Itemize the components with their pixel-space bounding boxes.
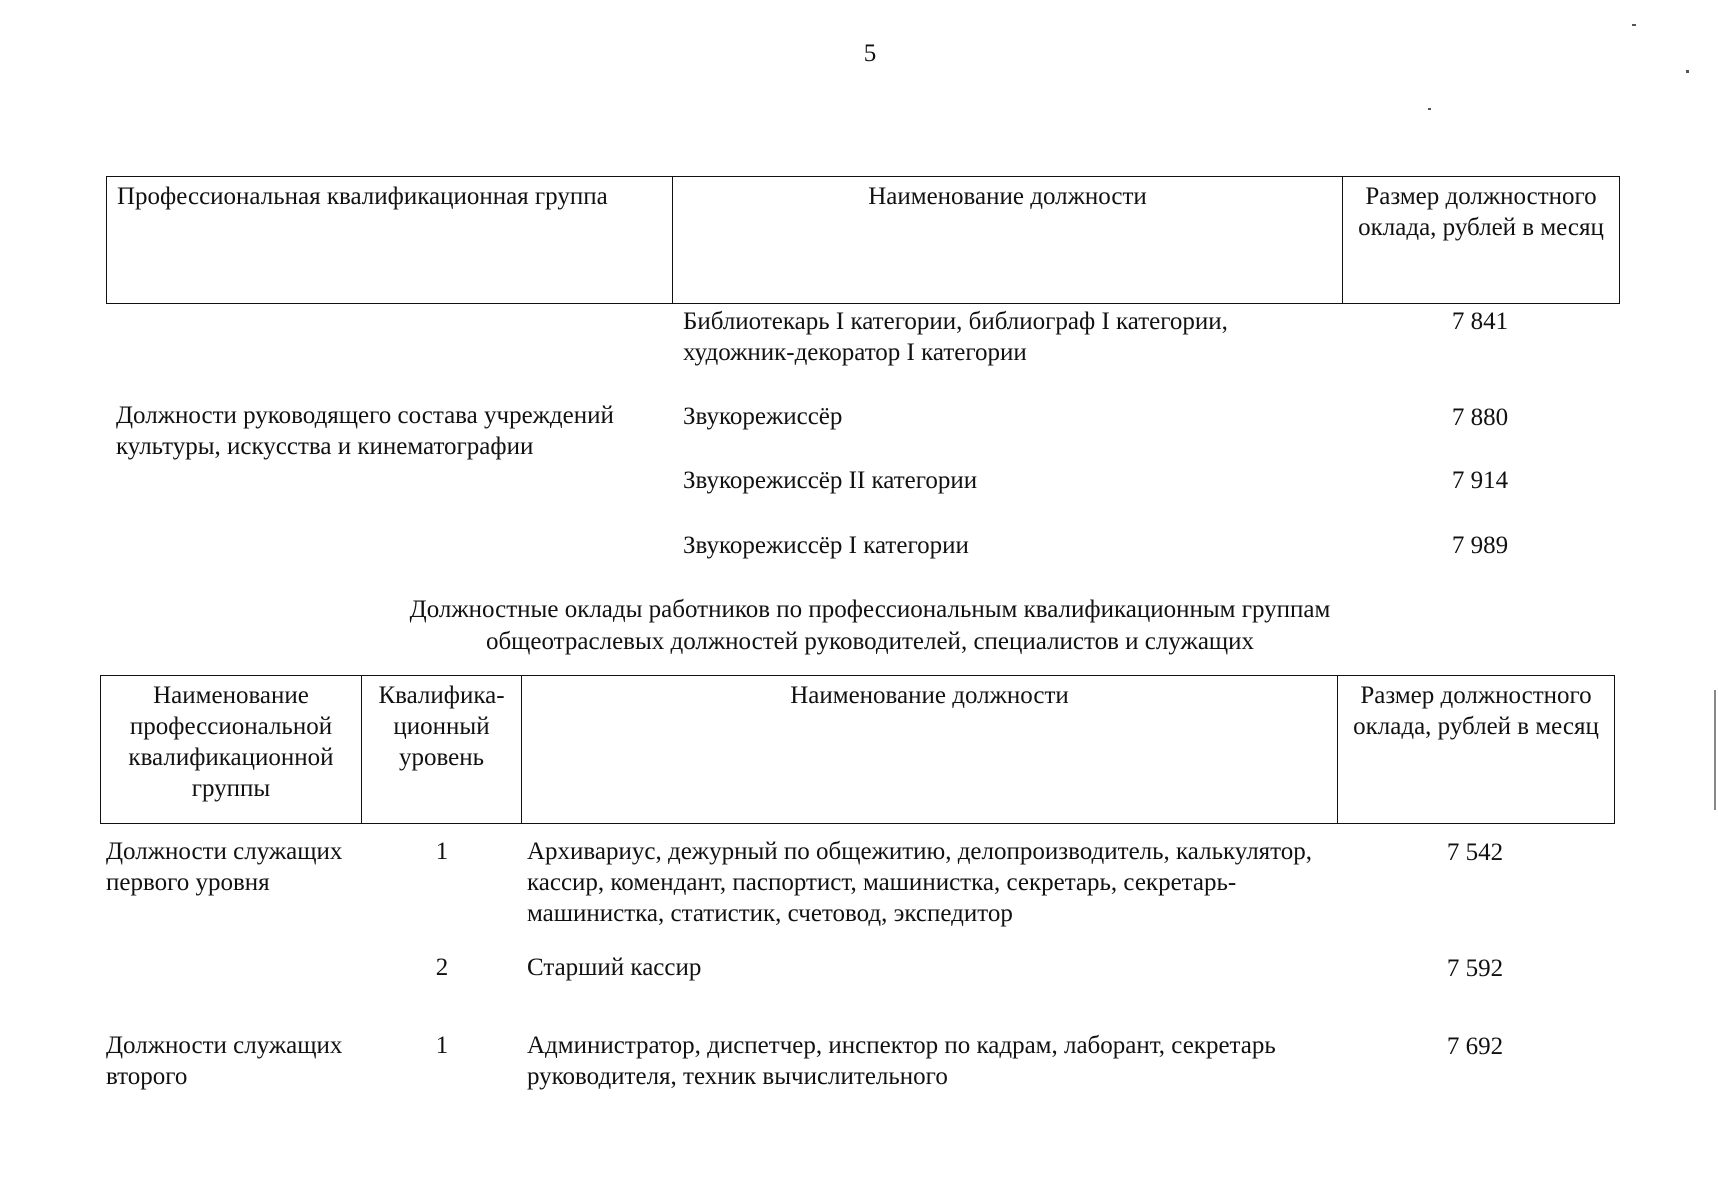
section-title-line2: общеотраслевых должностей руководителей,…	[485, 628, 1255, 655]
page-number: 5	[863, 40, 877, 67]
table2-header-salary: Размер должностного оклада, рублей в мес…	[1353, 682, 1599, 740]
table1-row-position: Библиотекарь I категории, библиограф I к…	[683, 308, 1228, 366]
scan-edge-mark	[1714, 690, 1716, 810]
table1-group-label: Должности руководящего состава учреждени…	[116, 402, 614, 460]
table2-header-position: Наименование должности	[522, 676, 1338, 823]
table2-row-position: Старший кассир	[527, 954, 702, 981]
table1-row-salary: 7 880	[1451, 404, 1509, 431]
table2-row-position: Администратор, диспетчер, инспектор по к…	[527, 1032, 1276, 1090]
table2-row-salary: 7 592	[1446, 955, 1504, 982]
table1-row-salary: 7 841	[1451, 308, 1509, 335]
table1-row-position: Звукорежиссёр II категории	[683, 467, 978, 494]
table1-row-salary: 7 989	[1451, 532, 1509, 559]
table1-header-salary: Размер должностного оклада, рублей в мес…	[1358, 183, 1604, 241]
table2-row-group: Должности служащих второго	[106, 1032, 343, 1090]
section-title: Должностные оклады работников по професс…	[200, 594, 1540, 658]
scan-speck	[1686, 70, 1689, 73]
table1-row-position: Звукорежиссёр I категории	[683, 532, 969, 559]
table1-row-salary: 7 914	[1451, 467, 1509, 494]
table1-row-position: Звукорежиссёр	[683, 403, 843, 430]
table2-row-salary: 7 692	[1446, 1033, 1504, 1060]
table2-row-salary: 7 542	[1446, 839, 1504, 866]
scan-speck	[1428, 108, 1431, 110]
table1-header-position: Наименование должности	[673, 177, 1343, 303]
table2-row-position: Архивариус, дежурный по общежитию, делоп…	[527, 838, 1313, 927]
table2-row-level: 2	[435, 954, 449, 981]
table2-row-group: Должности служащих первого уровня	[106, 838, 343, 896]
table2-row-level: 1	[435, 1032, 449, 1059]
table1-header: Профессиональная квалификационная группа…	[106, 176, 1620, 304]
table2-row-level: 1	[435, 838, 449, 865]
table2-header-group: Наименование профессиональной квалификац…	[101, 676, 362, 823]
table1-header-group: Профессиональная квалификационная группа	[107, 177, 673, 303]
table2-header: Наименование профессиональной квалификац…	[100, 675, 1615, 824]
section-title-line1: Должностные оклады работников по професс…	[409, 596, 1331, 623]
table2-header-level: Квалифика-ционный уровень	[362, 676, 522, 823]
scan-speck	[1632, 24, 1636, 26]
